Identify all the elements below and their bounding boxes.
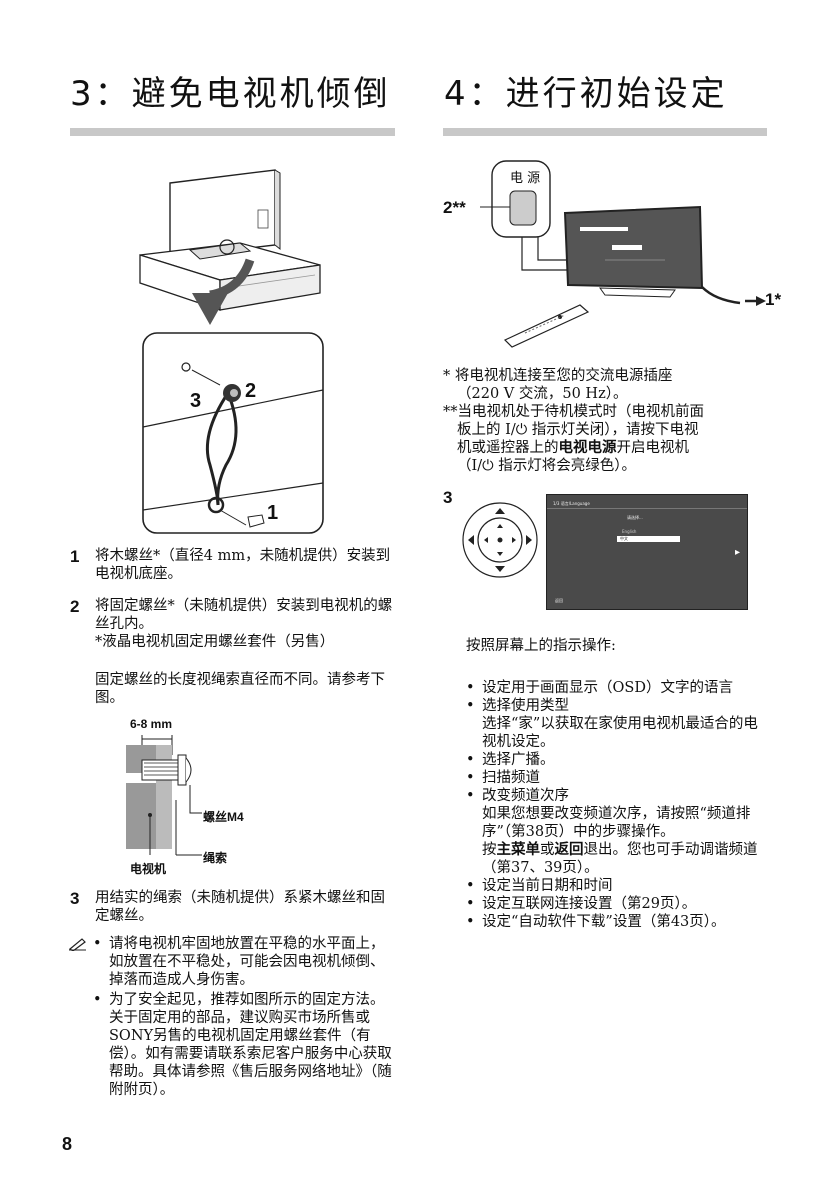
- step-3-number: 3: [70, 889, 80, 908]
- setup-item-text: 选择使用类型: [482, 698, 569, 714]
- setup-item: 设定互联网连接设置（第29页）。: [466, 895, 766, 913]
- plug-callout: 1*: [765, 290, 782, 309]
- tv-label: 电视机: [130, 862, 167, 876]
- screen-text: 请选择...: [627, 515, 643, 520]
- notes-list: 请将电视机牢固地放置在平稳的水平面上，如放置在不平稳处，可能会因电视机倾倒、掉落…: [93, 935, 395, 1099]
- setup-step-3-number: 3: [443, 488, 453, 507]
- home-button-label: 主菜单: [496, 842, 541, 858]
- setup-item-text: 扫描频道: [482, 770, 540, 786]
- setup-item-text: 设定用于画面显示（OSD）文字的语言: [482, 680, 733, 696]
- screw-label: 螺丝M4: [203, 810, 244, 824]
- left-divider: [70, 128, 395, 136]
- setup-item-text: 设定互联网连接设置（第29页）。: [482, 896, 697, 912]
- screen-title: 1/3 语言/Language: [553, 501, 590, 506]
- right-title: 4：进行初始设定: [444, 74, 728, 114]
- screen-option: English: [622, 529, 637, 534]
- rope-label: 绳索: [203, 851, 228, 865]
- screen-back: 返回: [555, 598, 563, 603]
- footnote-line: 板上的 I/⏻ 指示灯关闭），请按下电视: [457, 422, 699, 438]
- setup-item-text: 设定“自动软件下载”设置（第43页）。: [482, 914, 726, 930]
- right-divider: [443, 128, 767, 136]
- note-pencil-icon: [68, 938, 86, 951]
- screw-length-diagram: [126, 735, 202, 856]
- step-2-text: 将固定螺丝*（未随机提供）安装到电视机的螺丝孔内。: [95, 598, 393, 632]
- setup-item: 改变频道次序如果您想要改变频道次序，请按照“频道排序”（第38页）中的步骤操作。…: [466, 787, 766, 877]
- screen-selected-option: 中文: [617, 536, 680, 542]
- step-2-extra: 固定螺丝的长度视绳索直径而不同。请参考下图。: [95, 672, 385, 706]
- dimension-label: 6-8 mm: [130, 717, 173, 731]
- remote-dpad-icon: [462, 502, 538, 578]
- callout-3: 3: [190, 390, 202, 412]
- setup-bullets: 设定用于画面显示（OSD）文字的语言 选择使用类型选择“家”以获取在家使用电视机…: [466, 679, 766, 931]
- tv-power-label: 电视电源: [558, 440, 617, 456]
- step-1-number: 1: [70, 547, 80, 566]
- setup-instruction: 按照屏幕上的指示操作:: [466, 638, 616, 654]
- footnote-tail: 开启电视机: [616, 440, 690, 456]
- step-2-number: 2: [70, 597, 80, 616]
- setup-screen: 1/3 语言/Language 请选择... English 中文 ▸ 返回: [546, 494, 748, 610]
- page-number: 8: [62, 1134, 73, 1154]
- footnote-line: 机或遥控器上的: [457, 440, 559, 456]
- note-item: 为了安全起见，推荐如图所示的固定方法。关于固定用的部品，建议购买市场所售或SON…: [93, 991, 395, 1099]
- setup-item-detail: 如果您想要改变频道次序，请按照“频道排序”（第38页）中的步骤操作。: [482, 806, 751, 840]
- setup-item: 设定用于画面显示（OSD）文字的语言: [466, 679, 766, 697]
- screen-divider: [547, 508, 747, 509]
- setup-item: 扫描频道: [466, 769, 766, 787]
- menu-line-or: 或: [540, 842, 555, 858]
- power-setup-illustration: [480, 160, 766, 348]
- callout-2: 2: [245, 380, 257, 402]
- screen-arrow-icon: ▸: [735, 547, 741, 558]
- note-item: 请将电视机牢固地放置在平稳的水平面上，如放置在不平稳处，可能会因电视机倾倒、掉落…: [93, 935, 395, 989]
- power-callout: 2**: [443, 198, 466, 217]
- setup-item: 选择广播。: [466, 751, 766, 769]
- footnote-line: * 将电视机连接至您的交流电源插座: [443, 368, 673, 384]
- step-1-text: 将木螺丝*（直径4 mm，未随机提供）安装到电视机底座。: [95, 548, 391, 582]
- return-button-label: 返回: [554, 842, 584, 858]
- left-title: 3：避免电视机倾倒: [70, 74, 391, 114]
- tv-anchoring-illustration: [139, 169, 324, 534]
- step-3-text: 用结实的绳索（未随机提供）系紧木螺丝和固定螺丝。: [95, 890, 385, 924]
- footnote-line: **当电视机处于待机模式时（电视机前面: [443, 404, 704, 420]
- setup-item-detail: 选择“家”以获取在家使用电视机最适合的电视机设定。: [482, 716, 758, 750]
- power-label: 电 源: [510, 171, 541, 186]
- step-2-note: *液晶电视机固定用螺丝套件（另售）: [95, 634, 335, 650]
- callout-1: 1: [267, 502, 279, 524]
- setup-item: 设定“自动软件下载”设置（第43页）。: [466, 913, 766, 931]
- menu-line-pre: 按: [482, 842, 497, 858]
- footnote-line: （220 V 交流，50 Hz）。: [457, 386, 628, 402]
- footnote-line: （I/⏻ 指示灯将会亮绿色）。: [457, 458, 636, 474]
- footnote-power: * 将电视机连接至您的交流电源插座 （220 V 交流，50 Hz）。 **当电…: [443, 367, 763, 475]
- setup-item-text: 设定当前日期和时间: [482, 878, 613, 894]
- setup-item-text: 改变频道次序: [482, 788, 569, 804]
- setup-item-text: 选择广播。: [482, 752, 555, 768]
- setup-item: 设定当前日期和时间: [466, 877, 766, 895]
- menu-line-post: 退出。您也可手动调谐频道（第37、39页）。: [482, 842, 758, 876]
